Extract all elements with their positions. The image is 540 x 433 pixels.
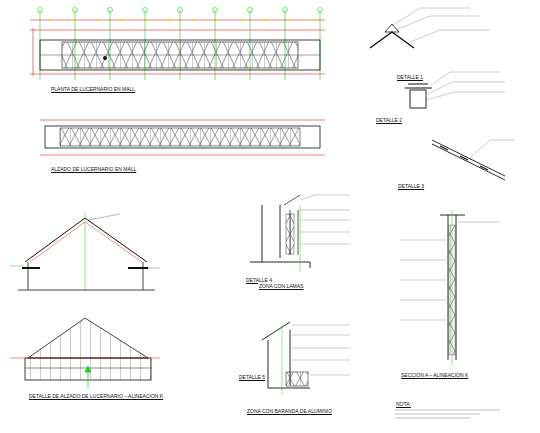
axis-bubble: [143, 8, 148, 13]
drawing-caption: DETALLE 3: [397, 183, 425, 189]
marker-dot: [265, 19, 267, 21]
marker-dot: [49, 19, 51, 21]
drawing-caption: ZONA CON LAMAS: [258, 283, 304, 289]
axis-bubble: [318, 8, 323, 13]
marker-dot: [73, 19, 75, 21]
axis-bubble: [73, 8, 78, 13]
drawing-caption: SECCION A – ALINEACION K: [400, 372, 469, 378]
marker-dot: [145, 19, 147, 21]
marker-dot: [97, 19, 99, 21]
marker-dot: [241, 19, 243, 21]
drawing-caption: DETALLE 5: [238, 374, 266, 380]
axis-bubble: [248, 8, 253, 13]
drawing-caption: DETALLE 2: [375, 117, 403, 123]
axis-bubble: [178, 8, 183, 13]
axis-bubble: [108, 8, 113, 13]
marker-dot: [217, 19, 219, 21]
marker-dot: [193, 19, 195, 21]
drawing-caption: NOTA:: [395, 401, 412, 407]
axis-bubble: [283, 8, 288, 13]
drawing-caption: DETALLE DE ALZADO DE LUCERNARIO – ALINEA…: [28, 393, 164, 399]
marker-dot: [313, 19, 315, 21]
axis-bubble: [213, 8, 218, 13]
marker-dot: [169, 19, 171, 21]
marker-dot: [121, 19, 123, 21]
axis-bubble: [38, 8, 43, 13]
drawing-caption: DETALLE 1: [396, 74, 424, 80]
drawing-caption: ALZADO DE LUCERNARIO EN MALL: [50, 166, 137, 172]
drawing-caption: PLANTA DE LUCERNARIO EN MALL: [50, 86, 136, 92]
drawing-caption: ZONA CON BARANDA DE ALUMINIO: [246, 408, 333, 414]
marker-dot: [289, 19, 291, 21]
